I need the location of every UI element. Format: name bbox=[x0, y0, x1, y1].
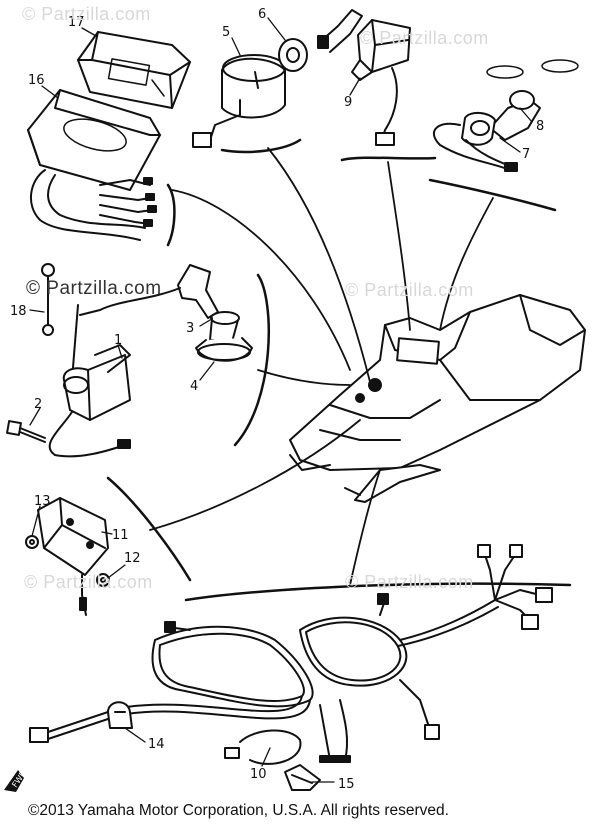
part-label-1: 1 bbox=[114, 333, 122, 348]
plug-cap-drawing bbox=[80, 265, 252, 361]
part-label-17: 17 bbox=[68, 15, 85, 30]
part-label-13: 13 bbox=[34, 494, 51, 509]
copyright-footer: ©2013 Yamaha Motor Corporation, U.S.A. A… bbox=[28, 802, 449, 819]
wire-clamp-drawing bbox=[108, 702, 132, 728]
cdi-unit-drawing bbox=[28, 90, 160, 240]
group-brackets bbox=[108, 140, 570, 600]
part-label-14: 14 bbox=[148, 737, 165, 752]
part-label-12: 12 bbox=[124, 551, 141, 566]
watermark: © Partzilla.com bbox=[360, 28, 489, 48]
part-label-7: 7 bbox=[522, 147, 530, 162]
part-label-3: 3 bbox=[186, 321, 194, 336]
light-switch-drawing bbox=[434, 60, 578, 171]
part-label-8: 8 bbox=[536, 119, 544, 134]
part-labels: 17 16 5 6 9 8 7 18 3 4 1 2 13 11 12 14 1… bbox=[10, 7, 544, 792]
part-label-5: 5 bbox=[222, 25, 230, 40]
cdi-unit-cover-drawing bbox=[78, 32, 190, 108]
ignition-coil-drawing bbox=[50, 305, 130, 456]
part-label-18: 18 bbox=[10, 304, 27, 319]
watermark: © Partzilla.com bbox=[345, 572, 474, 592]
part-label-16: 16 bbox=[28, 73, 45, 88]
ground-lead-drawing bbox=[42, 264, 54, 335]
lead-holder-drawing bbox=[285, 765, 320, 790]
voltage-regulator-drawing bbox=[26, 498, 109, 615]
switch-nut-drawing bbox=[279, 10, 362, 71]
part-label-2: 2 bbox=[34, 397, 42, 412]
number-leaders bbox=[30, 18, 532, 782]
forward-label: FWD bbox=[10, 769, 28, 789]
kill-switch-drawing bbox=[352, 20, 410, 145]
main-switch-drawing bbox=[193, 55, 285, 147]
snowmobile-drawing bbox=[290, 295, 585, 502]
part-label-10: 10 bbox=[250, 767, 267, 782]
watermark: © Partzilla.com bbox=[26, 278, 162, 299]
part-label-4: 4 bbox=[190, 379, 198, 394]
watermark: © Partzilla.com bbox=[24, 572, 153, 592]
watermark: © Partzilla.com bbox=[22, 4, 151, 24]
watermark: © Partzilla.com bbox=[345, 280, 474, 300]
coil-bolt-drawing bbox=[7, 421, 45, 442]
part-label-11: 11 bbox=[112, 528, 129, 543]
part-label-15: 15 bbox=[338, 777, 355, 792]
part-label-6: 6 bbox=[258, 7, 266, 22]
leader-lines bbox=[150, 148, 493, 585]
wire-harness-drawing bbox=[30, 545, 552, 764]
part-label-9: 9 bbox=[344, 95, 352, 110]
forward-arrow-icon: FWD bbox=[4, 769, 28, 792]
